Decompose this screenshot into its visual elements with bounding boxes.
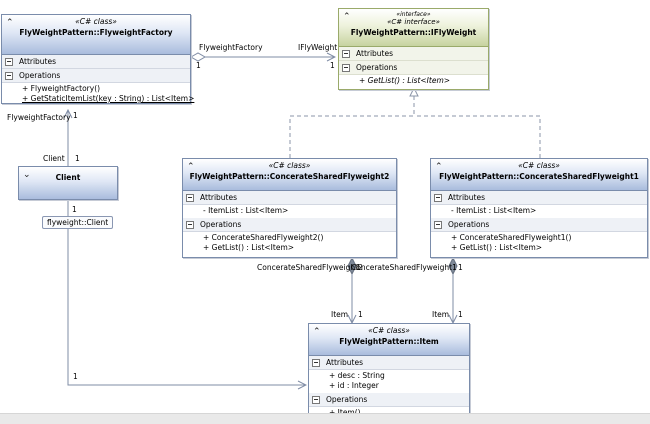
minus-box-icon[interactable] <box>186 193 194 202</box>
class-name: FlyWeightPattern::ConcerateSharedFlyweig… <box>189 172 390 181</box>
client-item-association <box>67 200 306 385</box>
class-header[interactable]: ⌄ Client <box>19 167 117 199</box>
association-role-label: FlyweightFactory <box>199 43 263 52</box>
minus-box-icon[interactable] <box>342 63 350 72</box>
section-label: Operations <box>326 395 368 404</box>
attributes-section[interactable]: Attributes <box>339 47 488 61</box>
class-stereotype-secondary: «C# interface» <box>387 18 440 26</box>
association-multiplicity: 1 <box>458 310 463 319</box>
attribute-member[interactable]: + id : Integer <box>329 381 379 390</box>
minus-box-icon[interactable] <box>312 358 320 367</box>
section-label: Operations <box>19 71 61 80</box>
realization-triangle <box>409 86 419 97</box>
section-label: Operations <box>448 220 490 229</box>
chevron-up-double-icon[interactable]: ⌃ <box>313 327 321 337</box>
association-multiplicity: 1 <box>330 61 335 70</box>
operation-member[interactable]: + ConcerateSharedFlyweight2() <box>203 233 324 242</box>
section-label: Operations <box>356 63 398 72</box>
operations-section[interactable]: Operations <box>183 218 396 232</box>
minus-box-icon[interactable] <box>5 57 13 66</box>
class-stereotype: «C# class» <box>518 161 560 170</box>
attribute-member[interactable]: - ItemList : List<Item> <box>451 206 537 215</box>
section-label: Attributes <box>356 49 394 58</box>
minus-box-icon[interactable] <box>312 395 320 404</box>
class-name: FlyWeightPattern::IFlyWeight <box>350 28 477 37</box>
class-concerate-shared-flyweight1[interactable]: ⌃ «C# class» FlyWeightPattern::Concerate… <box>430 158 648 258</box>
association-role-label: Item <box>331 310 349 319</box>
class-flyweight-factory[interactable]: ⌃ «C# class» FlyWeightPattern::Flyweight… <box>1 14 195 104</box>
chevron-up-double-icon[interactable]: ⌃ <box>187 162 195 172</box>
minus-box-icon[interactable] <box>434 193 442 202</box>
operations-section[interactable]: Operations <box>309 393 469 407</box>
association-role-label: Item <box>432 310 450 319</box>
operation-member[interactable]: + Item() <box>309 408 469 418</box>
factory-aggregation-diamond <box>189 52 207 62</box>
class-name: FlyWeightPattern::Item <box>339 337 439 346</box>
association-multiplicity: 1 <box>73 372 78 381</box>
association-role-label: Client <box>43 154 65 163</box>
operation-member[interactable]: + ConcerateSharedFlyweight1() <box>451 233 572 242</box>
operations-section[interactable]: Operations <box>2 69 190 83</box>
horizontal-scrollbar[interactable] <box>0 413 650 424</box>
association-multiplicity: 1 <box>356 263 361 272</box>
section-label: Operations <box>200 220 242 229</box>
minus-box-icon[interactable] <box>186 220 194 229</box>
class-header[interactable]: ⌃ «interface» «C# interface» FlyWeightPa… <box>339 9 488 47</box>
minus-box-icon[interactable] <box>434 220 442 229</box>
association-multiplicity: 1 <box>358 310 363 319</box>
shared1-realization <box>414 115 541 158</box>
section-label: Attributes <box>19 57 57 66</box>
class-stereotype: «C# class» <box>75 17 117 26</box>
attribute-member[interactable]: - ItemList : List<Item> <box>203 206 289 215</box>
operation-member[interactable]: + GetList() : List<Item> <box>359 76 451 85</box>
attributes-section[interactable]: Attributes <box>2 55 190 69</box>
operation-member[interactable]: + FlyweightFactory() <box>22 84 101 93</box>
class-item[interactable]: ⌃ «C# class» FlyWeightPattern::Item Attr… <box>308 323 470 417</box>
association-role-label: FlyweightFactory <box>7 113 71 122</box>
class-concerate-shared-flyweight2[interactable]: ⌃ «C# class» FlyWeightPattern::Concerate… <box>182 158 397 258</box>
class-stereotype: «interface» <box>396 11 431 18</box>
operations-section[interactable]: Operations <box>339 61 488 75</box>
class-header[interactable]: ⌃ «C# class» FlyWeightPattern::Item <box>309 324 469 356</box>
association-role-label: ConcerateSharedFlyweight1 <box>351 263 457 272</box>
association-role-label: IFlyWeight <box>298 43 338 52</box>
section-label: Attributes <box>200 193 238 202</box>
class-stereotype: «C# class» <box>368 326 410 335</box>
chevron-up-double-icon[interactable]: ⌃ <box>6 18 14 28</box>
operation-member[interactable]: + GetList() : List<Item> <box>451 243 543 252</box>
minus-box-icon[interactable] <box>342 49 350 58</box>
chevron-up-double-icon[interactable]: ⌃ <box>435 162 443 172</box>
class-stereotype: «C# class» <box>268 161 311 170</box>
association-multiplicity: 1 <box>458 263 463 272</box>
operations-section[interactable]: Operations <box>431 218 647 232</box>
class-name: FlyWeightPattern::ConcerateSharedFlyweig… <box>439 172 639 181</box>
class-client[interactable]: ⌄ Client <box>18 166 118 200</box>
operation-member[interactable]: + GetStaticItemList(key : String) : List… <box>22 94 195 103</box>
operation-member[interactable]: + GetList() : List<Item> <box>203 243 295 252</box>
attribute-member[interactable]: + desc : String <box>329 371 385 380</box>
shared2-realization <box>289 94 415 158</box>
association-multiplicity: 1 <box>196 61 201 70</box>
association-multiplicity: 1 <box>73 111 78 120</box>
attributes-section[interactable]: Attributes <box>183 191 396 205</box>
class-header[interactable]: ⌃ «C# class» FlyWeightPattern::Flyweight… <box>2 15 190 55</box>
class-name: Client <box>55 173 81 182</box>
chevron-up-double-icon[interactable]: ⌃ <box>343 12 351 22</box>
attributes-section[interactable]: Attributes <box>431 191 647 205</box>
class-name: FlyWeightPattern::FlyweightFactory <box>19 28 173 37</box>
class-header[interactable]: ⌃ «C# class» FlyWeightPattern::Concerate… <box>183 159 396 191</box>
chevron-down-double-icon[interactable]: ⌄ <box>23 170 31 180</box>
minus-box-icon[interactable] <box>5 71 13 80</box>
client-tooltip: flyweight::Client <box>42 216 114 229</box>
class-header[interactable]: ⌃ «C# class» FlyWeightPattern::Concerate… <box>431 159 647 191</box>
section-label: Attributes <box>326 358 364 367</box>
association-multiplicity: 1 <box>75 154 80 163</box>
association-role-label: ConcerateSharedFlyweight2 <box>257 263 363 272</box>
association-multiplicity: 1 <box>72 205 77 214</box>
attributes-section[interactable]: Attributes <box>309 356 469 370</box>
section-label: Attributes <box>448 193 486 202</box>
interface-iflyweight[interactable]: ⌃ «interface» «C# interface» FlyWeightPa… <box>338 8 489 90</box>
